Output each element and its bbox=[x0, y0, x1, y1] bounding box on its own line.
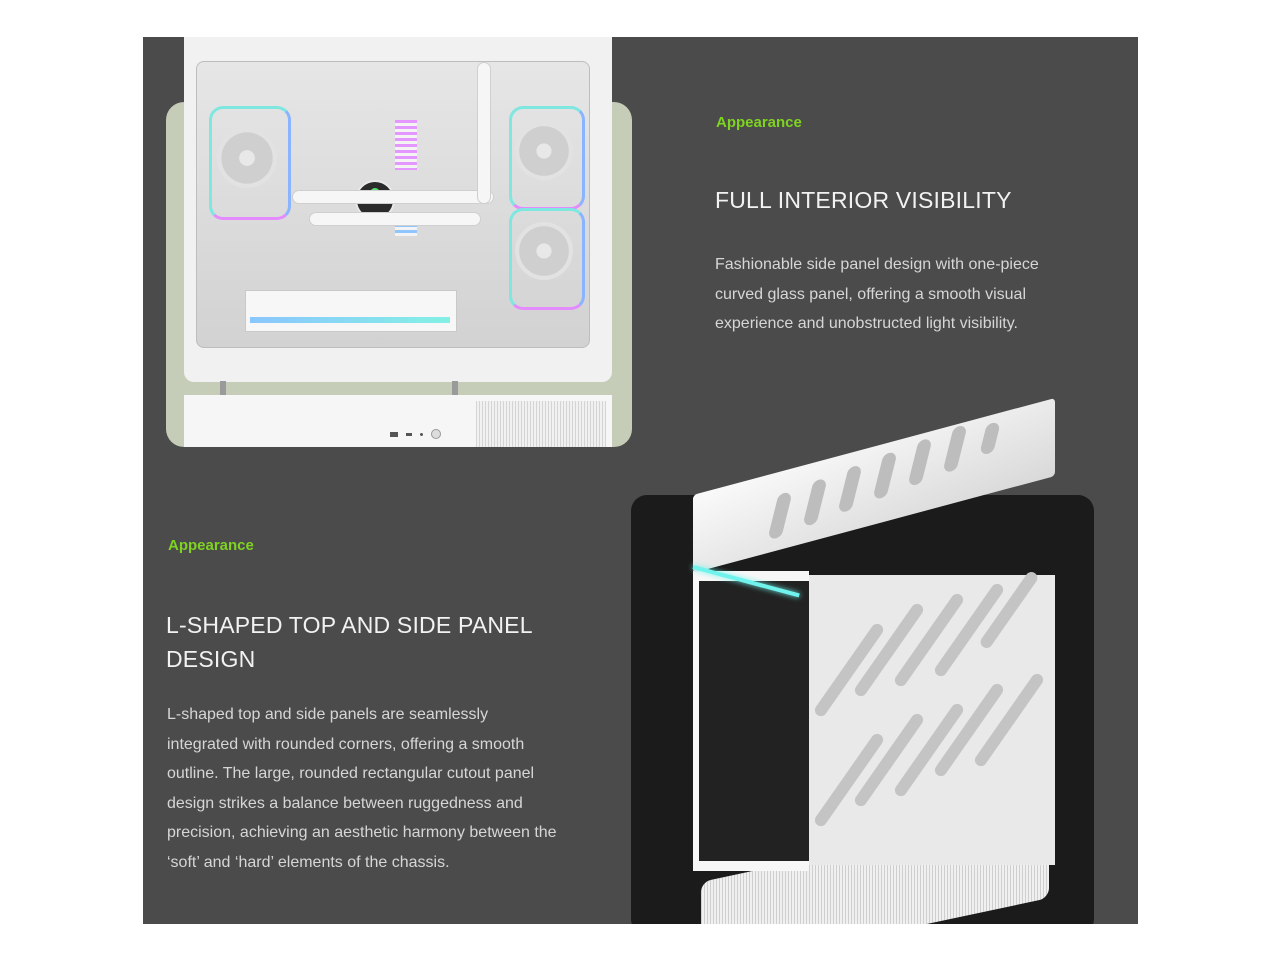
section1-eyebrow: Appearance bbox=[716, 114, 802, 131]
product-feature-panel: Appearance FULL INTERIOR VISIBILITY Fash… bbox=[143, 37, 1138, 924]
section1-product-image bbox=[184, 37, 612, 447]
front-io-ports bbox=[390, 429, 441, 439]
section2-description: L-shaped top and side panels are seamles… bbox=[167, 706, 557, 871]
section2-title: L-SHAPED TOP AND SIDE PANEL DESIGN bbox=[166, 612, 532, 672]
section1-description: Fashionable side panel design with one-p… bbox=[715, 256, 1039, 332]
section1-title: FULL INTERIOR VISIBILITY bbox=[715, 187, 1012, 213]
section2-product-image bbox=[631, 398, 1094, 924]
section2-eyebrow: Appearance bbox=[168, 537, 254, 554]
